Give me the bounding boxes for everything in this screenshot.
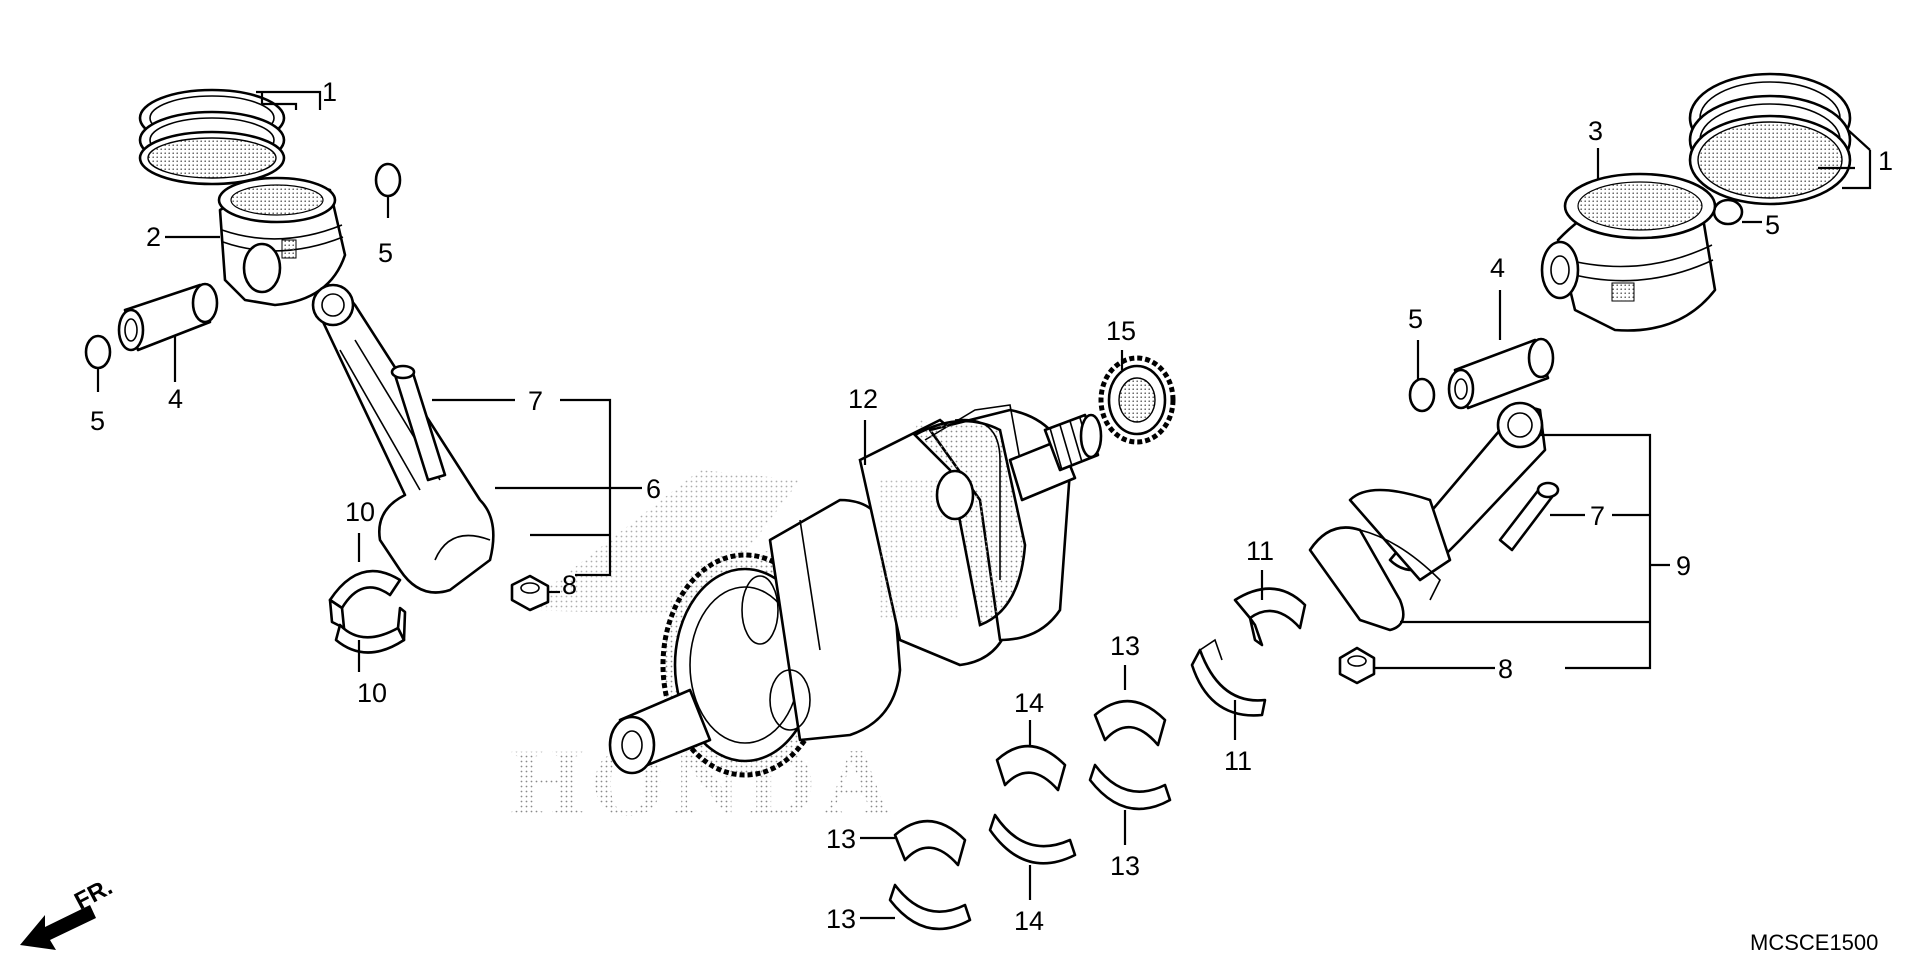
- main-bearing-13-lower-right: [1088, 763, 1172, 811]
- callout-4-left: 4: [168, 384, 183, 414]
- callout-1-right: 1: [1878, 146, 1893, 176]
- rod-nut-right: [1338, 646, 1376, 685]
- callout-2: 2: [146, 222, 161, 252]
- front-marker-label: FR.: [70, 873, 117, 915]
- callout-13-lower-left: 13: [826, 904, 856, 934]
- callout-4-right: 4: [1490, 253, 1505, 283]
- piston-pin-left: [117, 282, 219, 352]
- callout-12: 12: [848, 384, 878, 414]
- front-arrow-icon: FR.: [20, 873, 117, 950]
- callout-labels: 1 2 5 5 4 7 6 8 10 10 12 15 3 1 5 4 5 7 …: [90, 77, 1893, 936]
- piston-pin-right: [1447, 337, 1555, 410]
- rod-bolt-left: [390, 364, 447, 482]
- callout-3: 3: [1588, 116, 1603, 146]
- diagram-code: MCSCE1500: [1750, 930, 1878, 955]
- callout-8-left: 8: [562, 570, 577, 600]
- main-bearing-14-lower: [988, 813, 1077, 865]
- callout-8-right: 8: [1498, 654, 1513, 684]
- rod-bolt-right: [1498, 481, 1560, 552]
- rod-bearing-right-lower: [1190, 638, 1267, 717]
- piston-rings-left: [138, 88, 286, 186]
- callout-10-upper: 10: [345, 497, 375, 527]
- circlip-left-bottom: [84, 334, 112, 370]
- callout-14-lower: 14: [1014, 906, 1044, 936]
- callout-7-right: 7: [1590, 501, 1605, 531]
- connecting-rod-right: [1308, 401, 1547, 632]
- callout-5-left-top: 5: [378, 238, 393, 268]
- circlip-right-top: [1712, 198, 1744, 226]
- callout-7-left: 7: [528, 386, 543, 416]
- circlip-right-bottom: [1408, 377, 1436, 413]
- connecting-rod-left: [311, 283, 495, 594]
- callout-14-upper: 14: [1014, 688, 1044, 718]
- piston-rings-right: [1688, 72, 1852, 206]
- timing-gear: [1098, 355, 1176, 445]
- leader-lines: [96, 90, 1872, 920]
- crankshaft: [608, 404, 1103, 778]
- callout-11-lower: 11: [1224, 746, 1252, 776]
- main-bearing-13-upper-right: [1093, 699, 1167, 747]
- main-bearing-13-upper-left: [893, 819, 967, 867]
- callout-5-right-bottom: 5: [1408, 304, 1423, 334]
- callout-15: 15: [1106, 316, 1136, 346]
- piston-right: [1540, 172, 1717, 332]
- main-bearing-13-lower-left: [888, 883, 972, 931]
- callout-5-right-top: 5: [1765, 210, 1780, 240]
- callout-9: 9: [1676, 551, 1691, 581]
- callout-5-left-bottom: 5: [90, 406, 105, 436]
- callout-13-upper-left: 13: [826, 824, 856, 854]
- rod-bearing-left-upper: [328, 569, 402, 630]
- circlip-left-top: [374, 162, 402, 198]
- rod-bearing-right-upper: [1233, 587, 1307, 647]
- rod-bearing-left-lower: [334, 606, 407, 654]
- rod-nut-left: [510, 574, 550, 612]
- callout-1-left: 1: [322, 77, 337, 107]
- callout-13-upper-right: 13: [1110, 631, 1140, 661]
- piston-left: [217, 176, 347, 307]
- callout-6: 6: [646, 474, 661, 504]
- callout-10-lower: 10: [357, 678, 387, 708]
- callout-11-upper: 11: [1246, 536, 1274, 566]
- callout-13-lower-right: 13: [1110, 851, 1140, 881]
- main-bearing-14-upper: [995, 744, 1067, 792]
